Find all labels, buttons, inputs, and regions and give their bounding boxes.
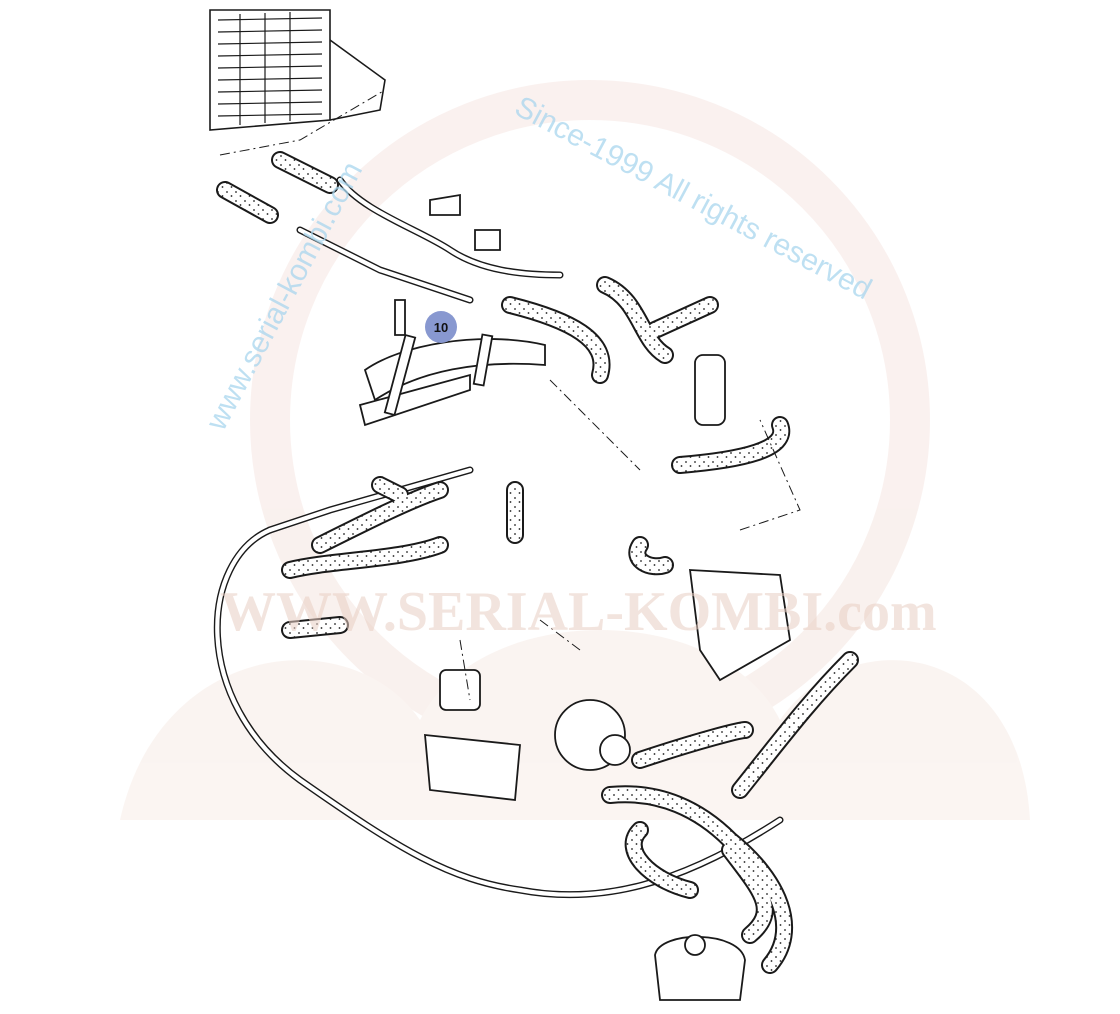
radiator (209, 9, 386, 131)
watermark-site-big: WWW.SERIAL-KOMBI.com (220, 581, 937, 643)
cylinder-head (688, 569, 791, 682)
heat-exchanger (424, 733, 521, 802)
components (424, 193, 791, 1001)
coolant-manifold-pipe (358, 299, 546, 427)
leader-lines (219, 89, 801, 701)
oil-cooler (439, 669, 481, 711)
speckled-hoses (216, 151, 859, 974)
expansion-tank (654, 935, 746, 1001)
thermostat-housing (694, 354, 726, 426)
part-callout-10[interactable]: 10 (425, 311, 457, 343)
